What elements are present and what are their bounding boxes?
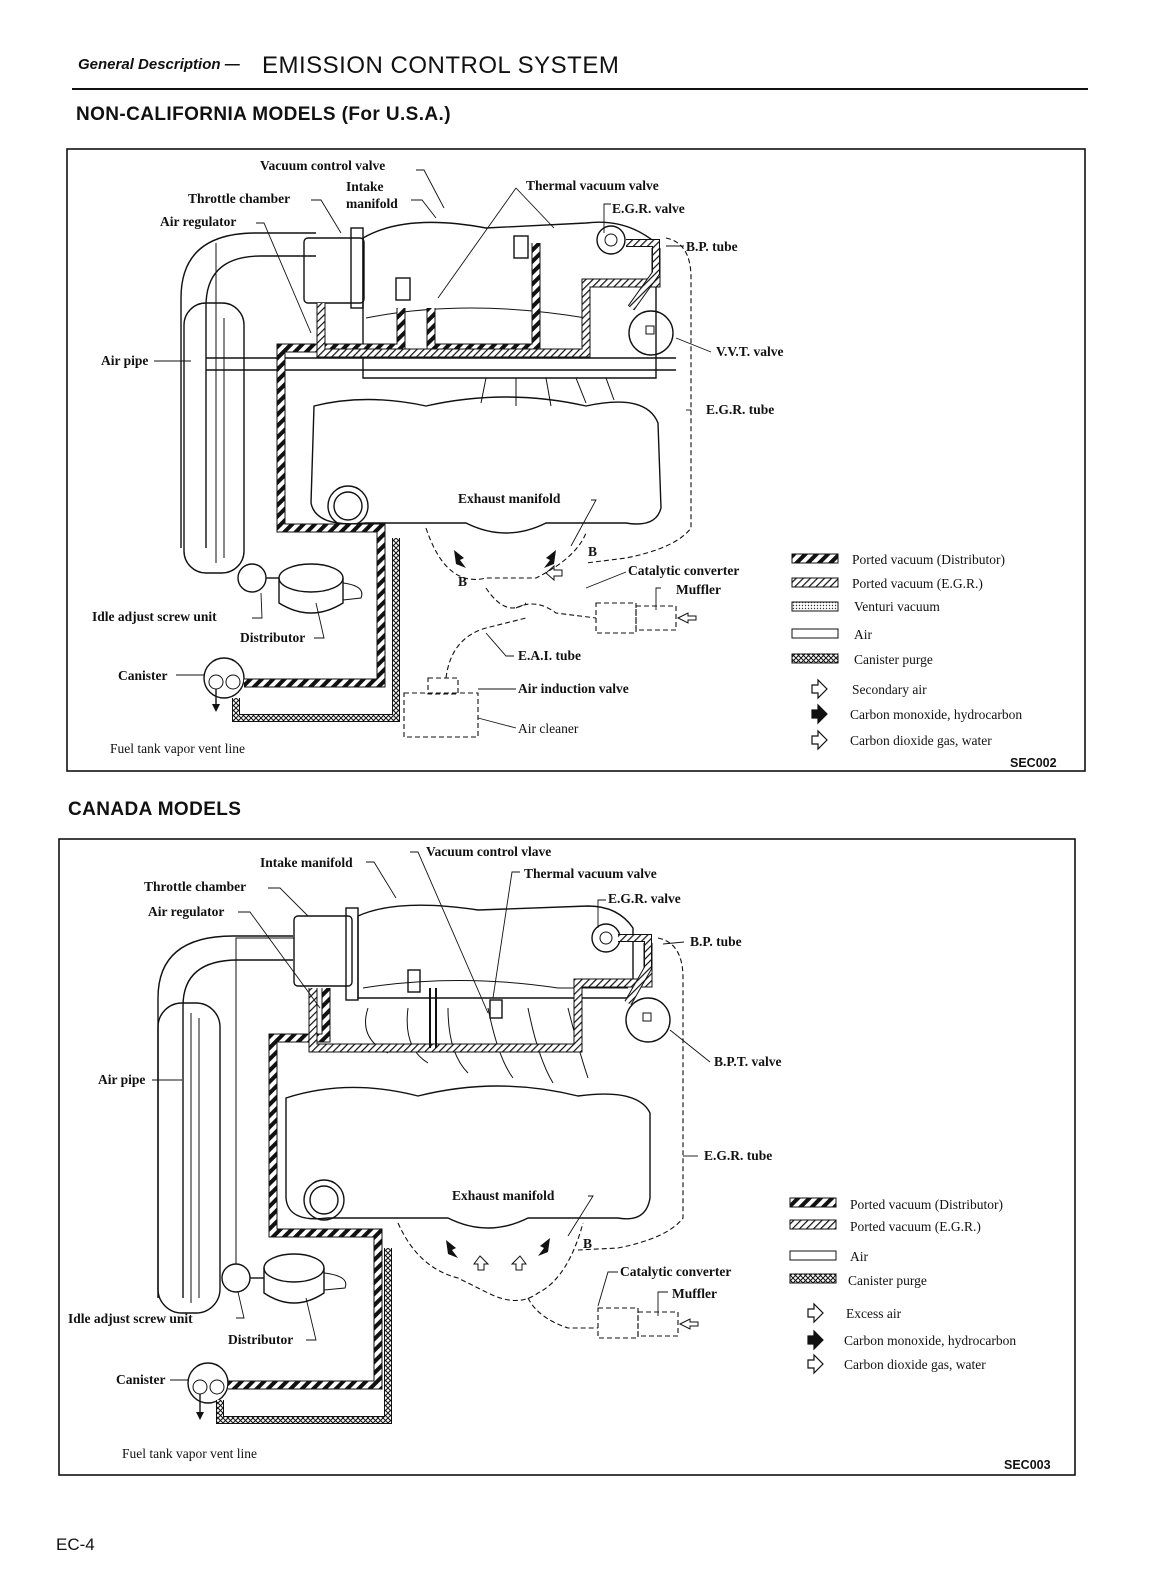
legend-canister-purge: Canister purge xyxy=(854,652,933,667)
page-number: EC-4 xyxy=(56,1535,95,1554)
header-rule xyxy=(72,88,1088,90)
legend-carbon-monoxide: Carbon monoxide, hydrocarbon xyxy=(844,1333,1016,1348)
section-title-non-california: NON-CALIFORNIA MODELS (For U.S.A.) xyxy=(76,104,451,125)
leader-lines xyxy=(152,851,711,1381)
label-muffler: Muffler xyxy=(672,1286,717,1301)
legend-air: Air xyxy=(850,1249,869,1264)
legend-carbon-monoxide: Carbon monoxide, hydrocarbon xyxy=(850,707,1022,722)
section-title-canada: CANADA MODELS xyxy=(68,799,242,820)
label-catalytic-converter: Catalytic converter xyxy=(620,1264,731,1279)
carbon-dioxide-arrow-icon xyxy=(807,1353,824,1375)
label-air-regulator: Air regulator xyxy=(160,214,236,229)
legend-air: Air xyxy=(854,627,873,642)
label-intake-manifold: Intake manifold xyxy=(260,855,353,870)
label-distributor: Distributor xyxy=(240,630,305,645)
legend-secondary-air: Secondary air xyxy=(852,682,927,697)
legend-carbon-dioxide: Carbon dioxide gas, water xyxy=(844,1357,986,1372)
label-muffler: Muffler xyxy=(676,582,721,597)
carbon-dioxide-arrow-icon xyxy=(811,729,828,751)
label-idle-adjust-screw-unit: Idle adjust screw unit xyxy=(92,609,217,624)
label-vacuum-control-valve: Vacuum control vlave xyxy=(426,844,551,859)
label-egr-valve: E.G.R. valve xyxy=(612,201,685,216)
carbon-monoxide-arrow-icon xyxy=(807,1329,824,1351)
label-air-regulator: Air regulator xyxy=(148,904,224,919)
legend-swatch-ported-vacuum-egr xyxy=(789,1219,837,1230)
label-thermal-vacuum-valve: Thermal vacuum valve xyxy=(526,178,659,193)
label-throttle-chamber: Throttle chamber xyxy=(188,191,290,206)
legend-swatch-ported-vacuum-distributor xyxy=(791,553,839,564)
svg-text:B: B xyxy=(583,1236,592,1251)
label-thermal-vacuum-valve: Thermal vacuum valve xyxy=(524,866,657,881)
legend-ported-vacuum-egr: Ported vacuum (E.G.R.) xyxy=(850,1219,981,1234)
label-canister: Canister xyxy=(116,1372,166,1387)
legend-swatch-air xyxy=(791,628,839,639)
label-bpt-valve: B.P.T. valve xyxy=(714,1054,782,1069)
carbon-monoxide-arrow-icon xyxy=(811,703,828,725)
diagram-frame xyxy=(58,838,1076,1476)
legend-swatch-ported-vacuum-egr xyxy=(791,577,839,588)
diagram-canada: B Intake manifold Vacuum xyxy=(58,838,1076,1476)
legend-swatch-canister-purge xyxy=(789,1273,837,1284)
legend-carbon-dioxide: Carbon dioxide gas, water xyxy=(850,733,992,748)
label-idle-adjust-screw-unit: Idle adjust screw unit xyxy=(68,1311,193,1326)
label-intake-manifold-line2: manifold xyxy=(346,196,398,211)
legend-swatch-venturi-vacuum xyxy=(791,601,839,612)
engine-drawing: B B xyxy=(180,221,697,738)
legend-excess-air: Excess air xyxy=(846,1306,902,1321)
label-distributor: Distributor xyxy=(228,1332,293,1347)
legend-swatch-air xyxy=(789,1250,837,1261)
figure-code: SEC002 xyxy=(1010,756,1057,770)
label-exhaust-manifold: Exhaust manifold xyxy=(452,1188,555,1203)
legend-ported-vacuum-distributor: Ported vacuum (Distributor) xyxy=(852,552,1005,567)
label-air-induction-valve: Air induction valve xyxy=(518,681,629,696)
label-canister: Canister xyxy=(118,668,168,683)
leader-lines xyxy=(154,169,712,729)
vacuum-hoses xyxy=(215,239,661,722)
label-air-pipe: Air pipe xyxy=(98,1072,145,1087)
label-vvt-valve: V.V.T. valve xyxy=(716,344,784,359)
legend-swatch-ported-vacuum-distributor xyxy=(789,1197,837,1208)
legend: Ported vacuum (Distributor) Ported vacuu… xyxy=(791,552,1022,751)
label-egr-valve: E.G.R. valve xyxy=(608,891,681,906)
label-egr-tube: E.G.R. tube xyxy=(704,1148,772,1163)
vacuum-hoses xyxy=(216,934,653,1424)
label-eai-tube: E.A.I. tube xyxy=(518,648,581,663)
label-vacuum-control-valve: Vacuum control valve xyxy=(260,158,385,173)
header-prefix: General Description — xyxy=(78,56,240,73)
label-intake-manifold-line1: Intake xyxy=(346,179,384,194)
label-fuel-tank-vapor-vent-line: Fuel tank vapor vent line xyxy=(110,741,245,756)
diagram-non-california: B B xyxy=(66,148,1086,772)
legend: Ported vacuum (Distributor) Ported vacuu… xyxy=(789,1197,1016,1375)
legend-venturi-vacuum: Venturi vacuum xyxy=(854,599,940,614)
diagram-frame xyxy=(66,148,1086,772)
label-catalytic-converter: Catalytic converter xyxy=(628,563,739,578)
figure-code: SEC003 xyxy=(1004,1458,1051,1472)
svg-text:B: B xyxy=(588,544,597,559)
legend-canister-purge: Canister purge xyxy=(848,1273,927,1288)
label-throttle-chamber: Throttle chamber xyxy=(144,879,246,894)
legend-ported-vacuum-egr: Ported vacuum (E.G.R.) xyxy=(852,576,983,591)
label-bp-tube: B.P. tube xyxy=(690,934,742,949)
excess-air-arrow-icon xyxy=(807,1302,824,1324)
label-air-cleaner: Air cleaner xyxy=(518,721,579,736)
svg-text:B: B xyxy=(458,574,467,589)
page-title: EMISSION CONTROL SYSTEM xyxy=(262,52,620,79)
secondary-air-arrow-icon xyxy=(811,678,828,700)
label-egr-tube: E.G.R. tube xyxy=(706,402,774,417)
legend-swatch-canister-purge xyxy=(791,653,839,664)
label-fuel-tank-vapor-vent-line: Fuel tank vapor vent line xyxy=(122,1446,257,1461)
label-air-pipe: Air pipe xyxy=(101,353,148,368)
legend-ported-vacuum-distributor: Ported vacuum (Distributor) xyxy=(850,1197,1003,1212)
label-bp-tube: B.P. tube xyxy=(686,239,738,254)
label-exhaust-manifold: Exhaust manifold xyxy=(458,491,561,506)
